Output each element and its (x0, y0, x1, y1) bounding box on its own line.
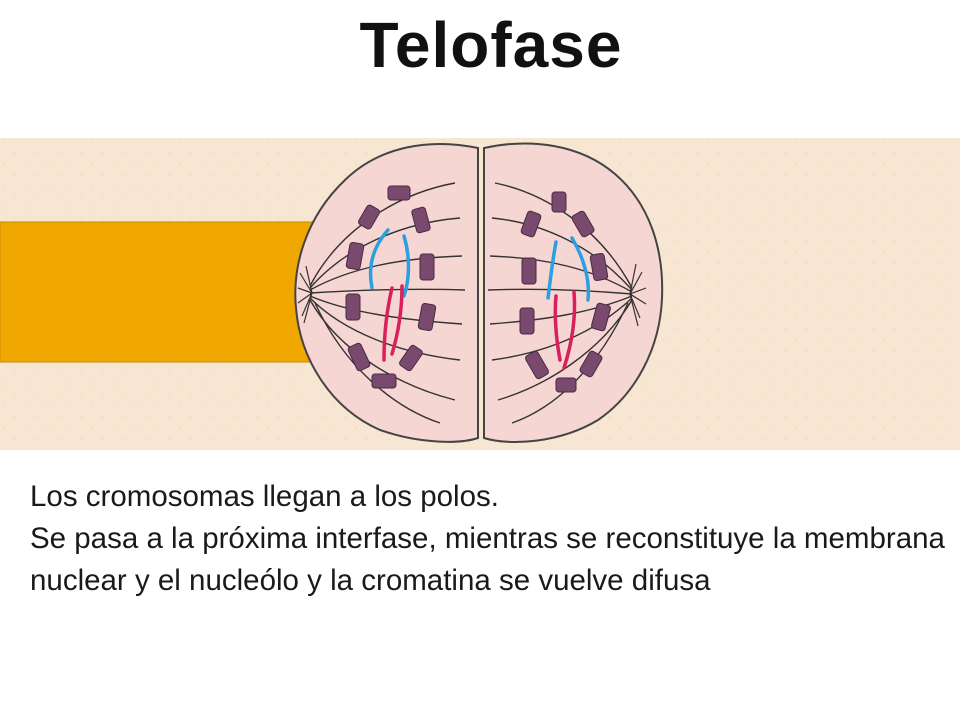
progress-bar-fill (0, 221, 320, 363)
chromosome (417, 302, 437, 332)
chromosome (571, 210, 595, 238)
chromosome (358, 204, 380, 230)
blue-chromatid (546, 240, 558, 300)
left-spindle-fibers (309, 182, 466, 424)
chromosome (525, 350, 549, 380)
left-daughter-cell (294, 143, 479, 443)
left-colored-chromatids (368, 228, 411, 362)
chromosome (371, 373, 397, 389)
caption-text: Los cromosomas llegan a los polos. Se pa… (30, 476, 955, 602)
caption-line: nuclear y el nucleólo y la cromatina se … (30, 564, 711, 597)
right-chromosomes (519, 191, 611, 393)
chromosome (347, 342, 371, 372)
telophase-illustration (0, 138, 960, 450)
slide-title: Telofase (359, 9, 623, 81)
chromosome (345, 241, 365, 271)
chromosome (399, 344, 423, 372)
chromosome (419, 253, 435, 281)
caption-line: Se pasa a la próxima interfase, mientras… (30, 522, 945, 555)
left-chromosomes (345, 185, 437, 389)
caption-line: Los cromosomas llegan a los polos. (30, 480, 499, 513)
chromosome (579, 350, 603, 378)
blue-chromatid (570, 236, 591, 302)
telophase-diagram (0, 138, 960, 450)
blue-chromatid (368, 228, 390, 290)
chromosome (345, 293, 361, 321)
right-daughter-cell (483, 142, 664, 443)
chromosome (591, 302, 611, 332)
chromosome (521, 257, 537, 285)
chromosome (520, 210, 542, 238)
chromosome (411, 206, 431, 234)
right-colored-chromatids (546, 236, 591, 370)
chromosome (519, 307, 535, 335)
chromosome (555, 377, 577, 393)
red-chromatid (382, 286, 394, 362)
left-cell-outline (294, 143, 479, 443)
left-aster (297, 265, 313, 324)
chromosome (387, 185, 411, 201)
red-chromatid (553, 294, 562, 362)
chromosome (551, 191, 567, 213)
red-chromatid (562, 290, 577, 370)
right-aster (629, 263, 647, 327)
chromosome (589, 252, 609, 282)
red-chromatid (390, 284, 404, 356)
blue-chromatid (402, 234, 411, 298)
